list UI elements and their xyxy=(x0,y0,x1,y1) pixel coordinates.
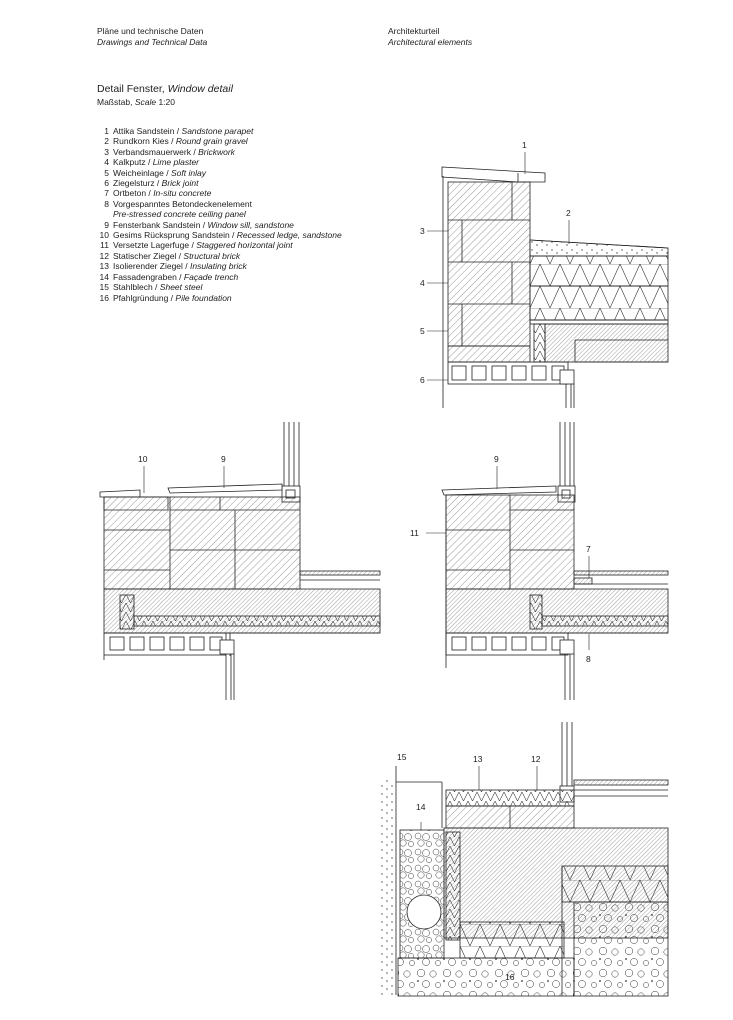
scale-value: 1:20 xyxy=(158,97,175,107)
detail-parapet xyxy=(441,166,669,408)
callout-10: 10 xyxy=(138,454,148,464)
header-left-de: Pläne und technische Daten xyxy=(97,26,204,36)
header-left-en: Drawings and Technical Data xyxy=(97,37,208,47)
callout-8: 8 xyxy=(586,654,591,664)
title-de: Detail Fenster, xyxy=(97,83,165,95)
page-title: Detail Fenster, Window detail xyxy=(97,83,233,95)
callout-1: 1 xyxy=(522,140,527,150)
header-left: Pläne und technische Daten Drawings and … xyxy=(97,26,207,48)
callout-14: 14 xyxy=(416,802,426,812)
legend-item: Pre-stressed concrete ceiling panel xyxy=(113,209,246,220)
callout-labels: 1 2 3 4 5 6 10 9 9 11 7 8 15 14 13 12 16 xyxy=(138,140,591,982)
callout-7: 7 xyxy=(586,544,591,554)
callout-12: 12 xyxy=(531,754,541,764)
leader-lines xyxy=(143,152,590,830)
header-right-de: Architekturteil xyxy=(388,26,440,36)
callout-4: 4 xyxy=(420,278,425,288)
callout-2: 2 xyxy=(566,208,571,218)
callout-15: 15 xyxy=(397,752,407,762)
callout-3: 3 xyxy=(420,226,425,236)
header-right: Architekturteil Architectural elements xyxy=(388,26,472,48)
callout-6: 6 xyxy=(420,375,425,385)
title-en: Window detail xyxy=(167,83,233,95)
detail-foundation xyxy=(380,722,669,997)
scale-en: Scale xyxy=(134,97,157,107)
detail-window-sill-left xyxy=(99,422,381,700)
callout-9-right: 9 xyxy=(494,454,499,464)
callout-11: 11 xyxy=(410,528,419,538)
detail-window-sill-right xyxy=(441,422,669,700)
callout-5: 5 xyxy=(420,326,425,336)
callout-9-left: 9 xyxy=(221,454,226,464)
scale-de: Maßstab, xyxy=(97,97,133,107)
header-right-en: Architectural elements xyxy=(388,37,473,47)
callout-13: 13 xyxy=(473,754,483,764)
scale-label: Maßstab, Scale 1:20 xyxy=(97,97,175,107)
callout-16: 16 xyxy=(505,972,515,982)
